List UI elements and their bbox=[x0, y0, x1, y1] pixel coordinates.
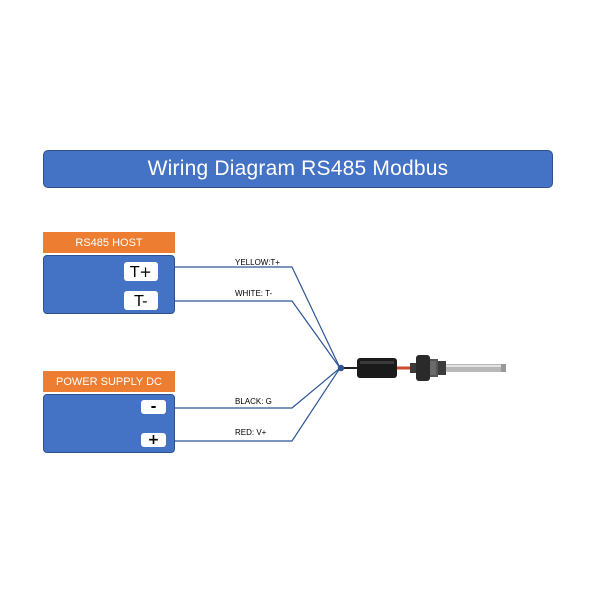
diagram-title: Wiring Diagram RS485 Modbus bbox=[43, 150, 553, 188]
wire-label-red: RED: V+ bbox=[235, 428, 267, 437]
wire-label-black: BLACK: G bbox=[235, 397, 272, 406]
power-supply-label: POWER SUPPLY DC bbox=[43, 371, 175, 392]
wire-black bbox=[175, 367, 341, 409]
diagram-title-text: Wiring Diagram RS485 Modbus bbox=[147, 157, 449, 180]
wire-red bbox=[175, 367, 341, 442]
host-terminal-t-plus: T+ bbox=[124, 262, 158, 281]
power-terminal-minus: - bbox=[141, 399, 166, 415]
sensor-probe-icon bbox=[344, 355, 506, 381]
wire-junction bbox=[337, 364, 345, 372]
wire-white bbox=[175, 300, 341, 369]
wire-label-white: WHITE: T- bbox=[235, 289, 273, 298]
wire-label-yellow: YELLOW:T+ bbox=[235, 258, 280, 267]
rs485-host-label: RS485 HOST bbox=[43, 232, 175, 253]
wire-yellow bbox=[175, 266, 341, 369]
host-terminal-t-minus: T- bbox=[124, 291, 158, 310]
power-terminal-plus: + bbox=[141, 432, 166, 448]
